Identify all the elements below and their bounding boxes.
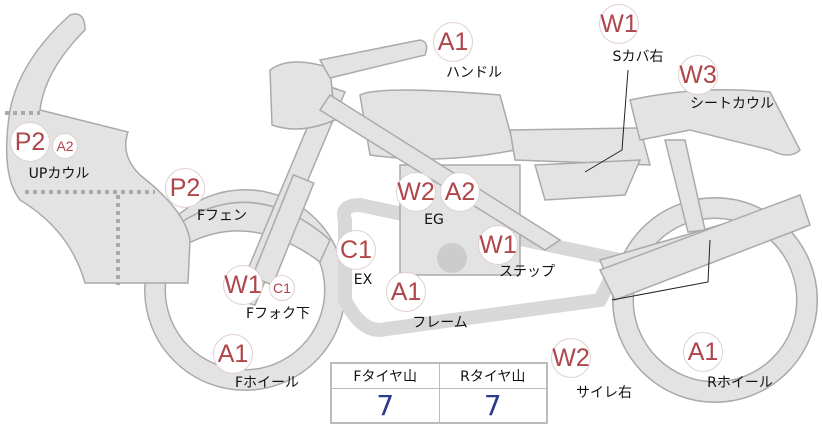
value-f-tire: 7 [330,387,440,423]
badge-step[interactable]: W1 [478,225,518,265]
handlebar [318,39,428,79]
label-handle: ハンドル [446,65,502,81]
label-f-fork-lower: Fフォク下 [245,306,311,322]
value-r-tire: 7 [438,387,548,423]
upper-cowl [5,13,191,284]
badge-f-fender[interactable]: P2 [165,168,205,208]
badge-f-wheel[interactable]: A1 [213,334,253,374]
badge-r-wheel[interactable]: A1 [683,332,723,372]
tire-tread-table: Fタイヤ山 Rタイヤ山 7 7 [330,362,548,424]
badge-up-cowl-1[interactable]: P2 [10,122,50,162]
label-f-fender: Fフェン [196,208,248,224]
seat-cowl [629,89,801,156]
side-cover [534,159,642,201]
rear-frame [318,93,562,251]
badge-handle[interactable]: A1 [433,22,473,62]
label-frame: フレーム [412,315,468,331]
headlight [269,61,336,130]
rear-shock [664,139,706,233]
badge-up-cowl-2[interactable]: A2 [52,133,78,159]
label-silencer-right: サイレ右 [576,385,632,401]
label-f-wheel: Fホイール [234,375,300,391]
badge-frame[interactable]: A1 [386,272,426,312]
header-r-tire: Rタイヤ山 [438,362,548,389]
badge-engine-1[interactable]: W2 [396,172,436,212]
label-up-cowl: UPカウル [28,166,90,182]
badge-f-fork-lower-1[interactable]: W1 [223,265,263,305]
badge-f-fork-lower-2[interactable]: C1 [269,275,295,301]
label-step: ステップ [499,264,555,280]
header-f-tire: Fタイヤ山 [330,362,440,389]
label-s-cover-right: Sカバ右 [612,49,664,65]
label-seat-cowl: シートカウル [690,96,774,112]
badge-exhaust[interactable]: C1 [336,230,376,270]
badge-engine-2[interactable]: A2 [440,172,480,212]
label-exhaust: EX [353,272,373,288]
label-r-wheel: Rホイール [707,375,773,391]
badge-seat-cowl[interactable]: W3 [678,55,718,95]
silencer [598,194,811,301]
seat [509,127,651,166]
label-engine: EG [424,212,444,228]
badge-s-cover-right[interactable]: W1 [599,4,639,44]
badge-silencer-right[interactable]: W2 [551,338,591,378]
frame-shape [337,197,631,338]
